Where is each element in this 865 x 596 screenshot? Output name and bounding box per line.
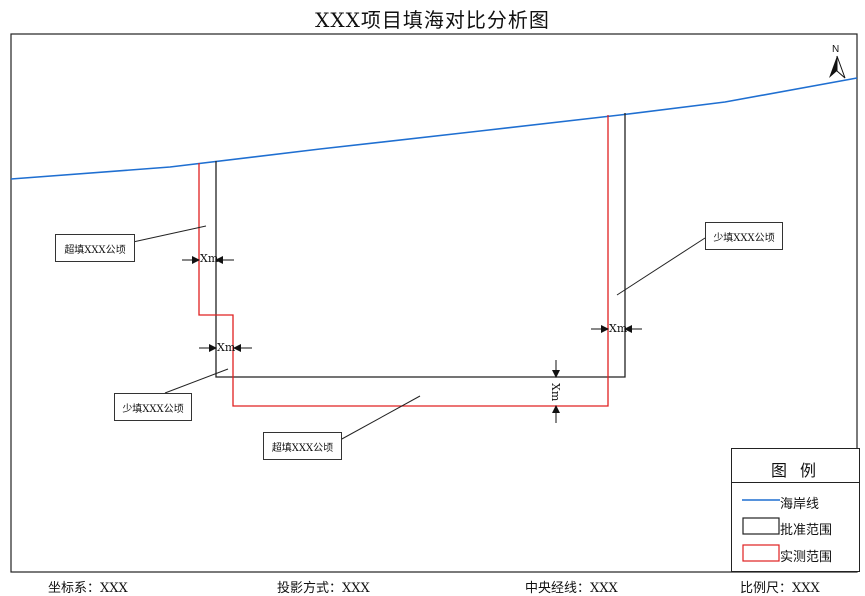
callout-underfill-left: 少填XXX公顷 [114, 393, 192, 421]
callout-underfill-right: 少填XXX公顷 [705, 222, 783, 250]
footer-projection: 投影方式：XXX [277, 581, 370, 596]
measure-label-bottom-vertical: Xm [549, 383, 562, 402]
measure-label-left-lower: Xm [217, 341, 236, 354]
callout-overfill-left: 超填XXX公顷 [55, 234, 135, 262]
map-border [10, 33, 858, 573]
leader-line-underfill-right [616, 237, 706, 296]
legend-swatch-approved [742, 517, 780, 535]
legend-item-measured [742, 543, 782, 563]
footer-central-meridian: 中央经线：XXX [525, 581, 618, 596]
legend-swatch-measured [742, 544, 780, 562]
footer-scale: 比例尺：XXX [740, 581, 820, 596]
leader-line-overfill-bottom [339, 395, 421, 441]
north-label: N [832, 44, 840, 55]
leader-line-overfill-left [132, 225, 207, 243]
legend: 图 例 海岸线 批准范围 实测范围 [731, 448, 860, 572]
legend-title: 图 例 [770, 461, 821, 480]
approved-boundary [215, 113, 626, 378]
measure-label-left-upper: Xm [200, 252, 219, 265]
legend-divider [732, 482, 859, 483]
legend-item-coastline [742, 490, 782, 510]
legend-item-approved [742, 516, 782, 536]
legend-label-approved: 批准范围 [780, 523, 833, 538]
measured-boundary [198, 115, 609, 407]
measure-label-right: Xm [609, 322, 628, 335]
leader-line-underfill-left [164, 368, 229, 394]
coastline [10, 77, 858, 180]
north-arrow-icon [829, 55, 846, 79]
legend-swatch-coastline [742, 499, 780, 501]
footer-coordinate-system: 坐标系：XXX [48, 581, 128, 596]
callout-overfill-bottom: 超填XXX公顷 [263, 432, 342, 460]
legend-label-measured: 实测范围 [780, 550, 833, 565]
page-title: XXX项目填海对比分析图 [315, 8, 550, 32]
legend-label-coastline: 海岸线 [780, 497, 820, 512]
